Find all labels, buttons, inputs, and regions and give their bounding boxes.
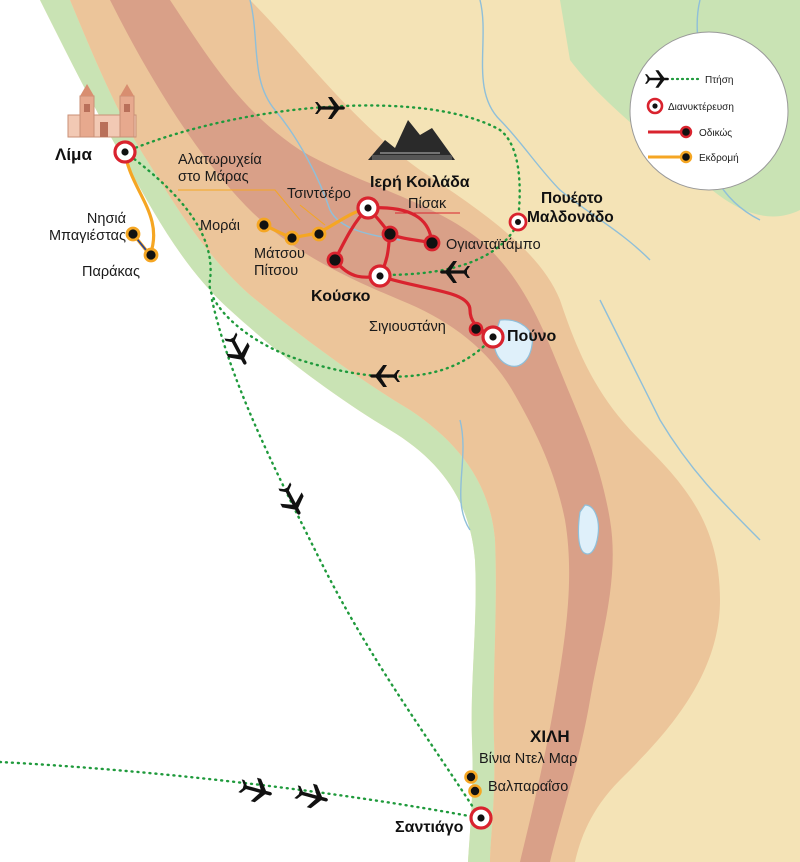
label-maldonado-2: Μαλδονάδο <box>527 209 614 226</box>
flight-routes <box>0 104 521 820</box>
excursion-stop-icon <box>256 217 272 233</box>
svg-text:Οδικώς: Οδικώς <box>699 127 732 139</box>
svg-text:Διανυκτέρευση: Διανυκτέρευση <box>668 101 734 113</box>
svg-text:Εκδρομή: Εκδρομή <box>699 152 739 164</box>
excursion-stop-icon <box>679 150 693 164</box>
excursion-stop-icon <box>468 784 482 798</box>
cathedral-icon <box>67 84 137 138</box>
label-vina-del-mar: Βίνια Ντελ Μαρ <box>479 751 577 767</box>
label-pisac: Πίσακ <box>408 196 447 212</box>
label-salt-mines-2: στο Μάρας <box>178 169 249 185</box>
flight-santiago-west <box>0 760 482 820</box>
road-stop-icon <box>326 251 344 269</box>
andes-highland <box>70 0 720 862</box>
machu-picchu-icon <box>368 120 455 160</box>
excursion-stop-icon <box>464 770 478 784</box>
andes-peaks <box>110 0 613 862</box>
label-ollantaytambo: Ογιανταϊτάμπο <box>446 237 541 253</box>
label-valparaiso: Βαλπαραΐσο <box>488 779 568 795</box>
flight-lima-santiago <box>210 298 482 820</box>
label-leaders <box>178 189 326 226</box>
flight-maldonado-cusco <box>380 223 519 277</box>
label-islands: Νησιά <box>87 211 126 227</box>
excursion-stop-icon <box>143 247 159 263</box>
label-chinchero: Τσιντσέρο <box>287 186 351 202</box>
excursion-stop-icon <box>284 230 300 246</box>
label-salt-mines: Αλατωρυχεία <box>178 152 262 168</box>
overnight-stop-icon <box>368 264 392 288</box>
legend-flight: Πτήση <box>645 70 733 88</box>
svg-text:Πτήση: Πτήση <box>705 74 733 86</box>
label-machu-picchu: Μάτσου <box>254 246 305 262</box>
label-puno: Πούνο <box>507 328 557 345</box>
label-moray: Μοράι <box>200 218 240 234</box>
lake-poopo <box>577 504 600 555</box>
legend-overnight: Διανυκτέρευση <box>646 97 734 115</box>
overnight-stop-icon <box>508 212 528 232</box>
legend-excursion: Εκδρομή <box>648 150 739 164</box>
overnight-stop-icon <box>356 196 380 220</box>
road-stop-icon <box>423 234 441 252</box>
coastal-lowland <box>40 0 496 862</box>
label-machu-picchu-2: Πίτσου <box>254 263 298 279</box>
legend-road: Οδικώς <box>648 125 732 139</box>
overnight-stop-icon <box>481 325 505 349</box>
label-chile: ΧΙΛΗ <box>530 727 570 746</box>
overnight-stop-icon <box>113 140 137 164</box>
overnight-stop-icon <box>469 806 493 830</box>
road-stop-icon <box>468 321 484 337</box>
label-paracas: Παράκας <box>82 264 140 280</box>
flight-lima-maldonado <box>123 104 521 222</box>
excursion-stop-icon <box>311 226 327 242</box>
legend: Πτήση Διανυκτέρευση Οδικώς Εκδρομή <box>629 31 789 191</box>
label-lima: Λίμα <box>55 145 92 164</box>
label-santiago: Σαντιάγο <box>395 819 464 836</box>
label-islands-2: Μπαγιέστας <box>49 228 126 244</box>
label-maldonado: Πουέρτο <box>541 190 603 207</box>
excursion-stop-icon <box>125 226 141 242</box>
label-cusco: Κούσκο <box>311 288 371 305</box>
overnight-stop-icon <box>646 97 664 115</box>
road-stop-icon <box>381 225 399 243</box>
road-stop-icon <box>679 125 693 139</box>
pacific-ocean <box>0 0 476 862</box>
label-sacred-valley: Ιερή Κοιλάδα <box>370 174 470 191</box>
label-sillustani: Σιγιουστάνη <box>369 319 446 335</box>
